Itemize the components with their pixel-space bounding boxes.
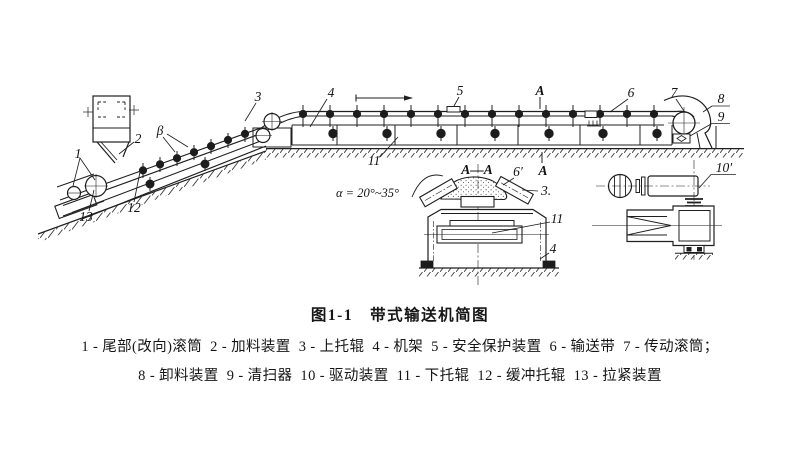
safety-protection-device — [446, 106, 599, 127]
label-11: 11 — [368, 153, 381, 168]
section-title: A—A — [460, 162, 493, 177]
label-13: 13 — [79, 209, 93, 224]
figure-legend-line2: 8 - 卸料装置 9 - 清扫器 10 - 驱动装置 11 - 下托辊 12 -… — [138, 368, 662, 384]
label-6-prime: 6′ — [513, 164, 524, 179]
label-8: 8 — [718, 91, 725, 106]
left-trough-idler — [418, 177, 458, 208]
trough-angle-arc — [411, 174, 444, 198]
trough-angle-text: α = 20°~35° — [336, 186, 399, 200]
label-4-section: 4 — [550, 241, 557, 256]
label-12: 12 — [127, 200, 141, 215]
leader-lines — [72, 96, 736, 260]
label-11-section: 11 — [551, 211, 564, 226]
label-3-section: 3. — [540, 183, 551, 198]
feed-hopper — [83, 95, 139, 164]
label-9: 9 — [718, 109, 725, 124]
label-beta: β — [156, 123, 164, 138]
drive-unit-detail — [592, 160, 722, 260]
diagram-labels: 1 2 3 4 5 6 7 8 9 10′ 11 12 13 β A A A—A… — [75, 83, 734, 256]
lower-idlers — [328, 126, 662, 141]
belt-direction-arrow — [355, 94, 413, 102]
figure-legend-line1: 1 - 尾部(改向)滚筒 2 - 加料装置 3 - 上托辊 4 - 机架 5 -… — [81, 339, 719, 355]
label-4: 4 — [328, 85, 335, 100]
head-discharge-assembly — [663, 95, 717, 149]
incline-upper-idlers — [138, 127, 250, 191]
figure-caption: 图1-1 带式输送机简图 — [310, 307, 490, 324]
upper-idlers — [298, 105, 659, 127]
section-marker-top: A — [534, 83, 544, 98]
label-1: 1 — [75, 146, 82, 161]
horizontal-conveyor — [291, 110, 676, 146]
label-10: 10′ — [716, 160, 734, 175]
section-cut-line — [539, 97, 543, 163]
label-7: 7 — [671, 85, 679, 100]
bend-pulleys — [252, 112, 292, 148]
section-marker-bottom: A — [537, 163, 547, 178]
label-6: 6 — [628, 85, 635, 100]
section-frame — [427, 208, 547, 268]
label-5: 5 — [457, 83, 464, 98]
label-3: 3 — [254, 89, 262, 104]
label-2: 2 — [135, 131, 142, 146]
center-trough-idler — [460, 195, 495, 208]
tail-pulley-assembly — [54, 173, 108, 220]
buffer-idlers — [145, 157, 210, 191]
section-aa-view — [411, 164, 559, 285]
conveyor-diagram: 1 2 3 4 5 6 7 8 9 10′ 11 12 13 β A A A—A… — [37, 83, 744, 285]
